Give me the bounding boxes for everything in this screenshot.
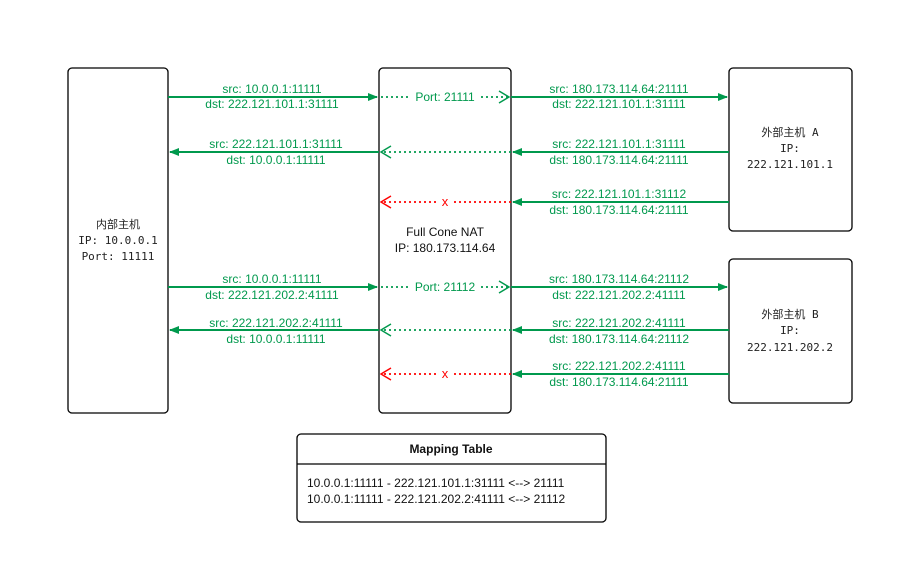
host-a-ip: 222.121.101.1	[747, 158, 833, 171]
a-in-right-src: src: 222.121.101.1:31111	[552, 137, 686, 151]
mapping-table-box	[296, 433, 607, 523]
b-blocked-right-src: src: 222.121.202.2:41111	[552, 359, 686, 373]
b-in-right-dst: dst: 180.173.114.64:21112	[549, 332, 689, 346]
a-out-port: Port: 21111	[415, 90, 475, 104]
nat-box	[378, 67, 512, 414]
host-b-ip: 222.121.202.2	[747, 341, 833, 354]
a-blocked-mark: x	[442, 194, 449, 209]
b-x-bg	[438, 367, 452, 381]
b-out-right-dst: dst: 222.121.202.2:41111	[552, 288, 686, 302]
a-in-right-dst: dst: 180.173.114.64:21111	[549, 153, 689, 167]
a-in-left-dst: dst: 10.0.0.1:11111	[226, 153, 326, 167]
b-out-right-src: src: 180.173.114.64:21112	[549, 272, 689, 286]
b-out-port: Port: 21112	[415, 280, 476, 294]
mapping-table-row: 10.0.0.1:11111 - 222.121.101.1:31111 <--…	[307, 476, 565, 490]
a-port-bg	[410, 89, 480, 105]
nat-title: Full Cone NAT	[406, 225, 484, 239]
a-out-right-src: src: 180.173.114.64:21111	[549, 82, 689, 96]
internal-host-title: 内部主机	[96, 217, 140, 231]
b-in-left-src: src: 222.121.202.2:41111	[209, 316, 343, 330]
a-out-left-src: src: 10.0.0.1:11111	[222, 82, 322, 96]
b-in-right-src: src: 222.121.202.2:41111	[552, 316, 686, 330]
b-port-bg	[410, 279, 480, 295]
host-a-box	[728, 67, 853, 232]
a-blocked-right-src: src: 222.121.101.1:31112	[552, 187, 687, 201]
b-blocked-mark: x	[442, 366, 449, 381]
mapping-table-row: 10.0.0.1:11111 - 222.121.202.2:41111 <--…	[307, 492, 566, 506]
internal-host-ip: IP: 10.0.0.1	[78, 234, 157, 247]
a-out-right-dst: dst: 222.121.101.1:31111	[552, 97, 686, 111]
host-a-ip-label: IP:	[780, 142, 800, 155]
mapping-table-title: Mapping Table	[409, 442, 492, 456]
internal-host-box	[67, 67, 169, 414]
host-b-ip-label: IP:	[780, 324, 800, 337]
nat-ip: IP: 180.173.114.64	[395, 241, 496, 255]
a-blocked-right-dst: dst: 180.173.114.64:21111	[549, 203, 689, 217]
b-in-left-dst: dst: 10.0.0.1:11111	[226, 332, 326, 346]
a-x-bg	[438, 195, 452, 209]
b-out-left-dst: dst: 222.121.202.2:41111	[205, 288, 339, 302]
a-in-left-src: src: 222.121.101.1:31111	[209, 137, 343, 151]
b-out-left-src: src: 10.0.0.1:11111	[222, 272, 322, 286]
internal-host-port: Port: 11111	[82, 250, 155, 263]
host-a-title: 外部主机 A	[761, 125, 819, 139]
a-out-left-dst: dst: 222.121.101.1:31111	[205, 97, 339, 111]
host-b-title: 外部主机 B	[761, 307, 819, 321]
b-blocked-right-dst: dst: 180.173.114.64:21111	[549, 375, 689, 389]
